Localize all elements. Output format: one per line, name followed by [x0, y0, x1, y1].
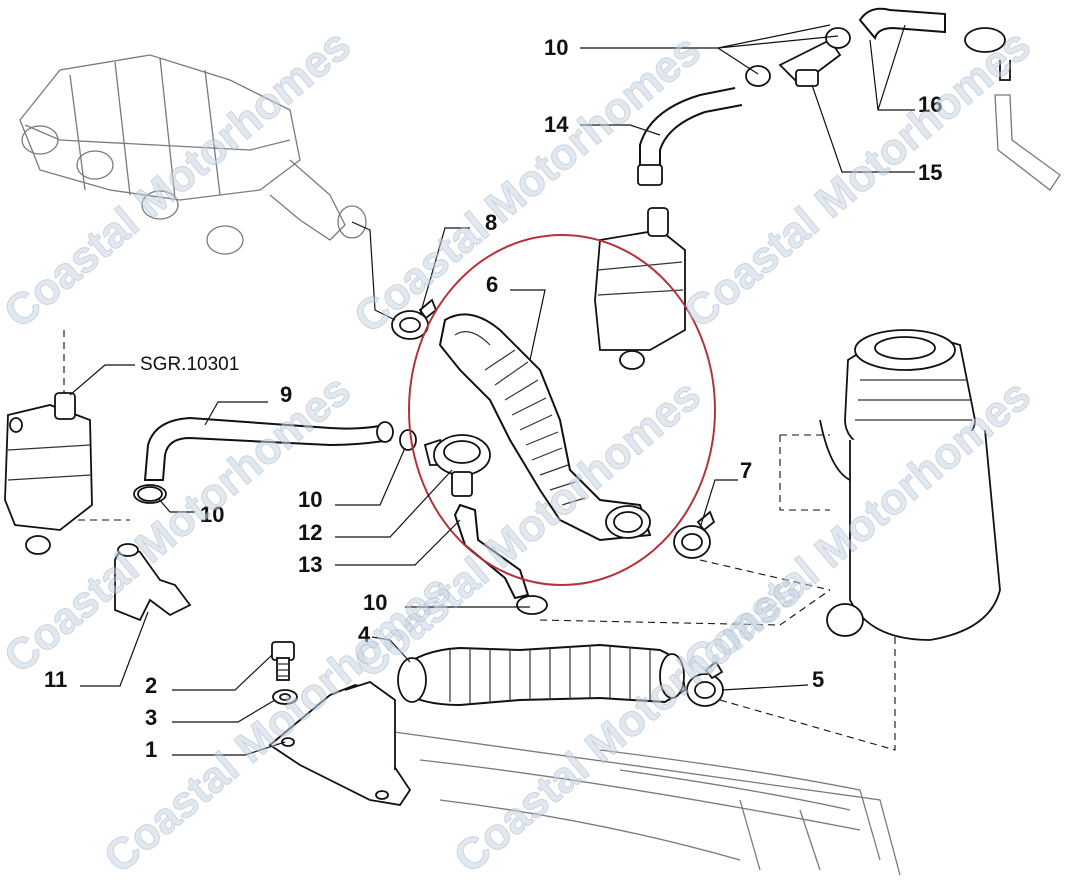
callout-4: 4 [358, 622, 371, 647]
corrugated-hose-6 [438, 313, 652, 542]
expansion-tank-center [594, 207, 686, 370]
air-filter-housing [819, 329, 1001, 641]
breather-valve-12 [399, 429, 491, 497]
callout-3: 3 [145, 705, 157, 730]
callout-14: 14 [544, 112, 569, 137]
highlight-ring [408, 234, 716, 586]
clamp-5 [686, 660, 724, 707]
callout-13: 13 [298, 552, 322, 577]
callout-6: 6 [486, 272, 498, 297]
callout-15: 15 [918, 160, 942, 185]
callout-11: 11 [44, 667, 67, 692]
expansion-tank-left [4, 392, 93, 555]
top-right-fittings [637, 7, 1061, 191]
washer-3 [272, 689, 298, 705]
callout-2: 2 [145, 673, 157, 698]
clamp-7 [673, 510, 716, 559]
watermark-3: Coastal Motorhomes [675, 20, 1040, 337]
callout-10-left: 10 [200, 502, 224, 527]
clamp-8 [391, 298, 438, 340]
callout-10-mid: 10 [298, 487, 322, 512]
callout-10-top: 10 [544, 35, 568, 60]
bolt-2 [271, 641, 295, 681]
front-panel-ghost [379, 729, 901, 876]
manifold-ghost [19, 54, 367, 255]
callout-1: 1 [145, 737, 157, 762]
callout-9: 9 [280, 382, 292, 407]
callout-16: 16 [918, 92, 942, 117]
callout-10-bottom: 10 [363, 590, 387, 615]
callout-5: 5 [812, 667, 824, 692]
callout-8: 8 [485, 210, 497, 235]
clamp-10-left [137, 486, 163, 502]
clamp-11 [114, 543, 192, 622]
watermark-8: Coastal Motorhomes [445, 565, 810, 875]
callout-12: 12 [298, 520, 322, 545]
callout-7: 7 [740, 458, 752, 483]
corrugated-hose-4 [397, 643, 687, 707]
callout-sgr: SGR.10301 [140, 354, 239, 375]
leader-lines [69, 24, 915, 756]
callout-labels: 10 14 15 16 8 6 SGR.10301 9 10 10 12 13 … [44, 35, 942, 762]
bracket-1 [268, 681, 412, 806]
watermark-1: Coastal Motorhomes [0, 20, 360, 337]
